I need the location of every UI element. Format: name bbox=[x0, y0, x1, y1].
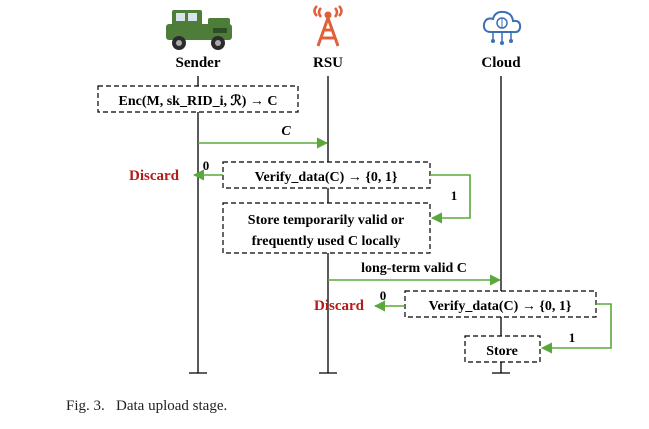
jeep-icon bbox=[166, 10, 232, 50]
zero-label-1: 0 bbox=[203, 158, 210, 173]
store-temp-text-line2: frequently used C locally bbox=[252, 234, 401, 249]
sender-label: Sender bbox=[176, 55, 221, 71]
store-temp-text-line1: Store temporarily valid or bbox=[248, 213, 404, 228]
rsu-verify-box-text: Verify_data(C) → {0, 1} bbox=[255, 170, 398, 185]
arrow-rsu-valid bbox=[430, 174, 471, 224]
store-box-text: Store bbox=[486, 344, 518, 359]
cloud-label: Cloud bbox=[481, 55, 521, 71]
discard-label-1: Discard bbox=[129, 168, 180, 184]
one-label-1: 1 bbox=[451, 188, 458, 203]
arrow-cloud-valid bbox=[540, 303, 612, 354]
cloud-verify-box-text: Verify_data(C) → {0, 1} bbox=[429, 299, 572, 314]
figure-caption: Fig. 3. Data upload stage. bbox=[66, 398, 228, 414]
one-label-2: 1 bbox=[569, 330, 576, 345]
radio-tower-icon bbox=[313, 5, 343, 47]
store-box bbox=[464, 335, 541, 363]
cloud-verify-box bbox=[404, 290, 597, 318]
cloud-lifeline bbox=[492, 76, 510, 374]
encrypt-box bbox=[97, 85, 299, 113]
msg-c-label: C bbox=[281, 124, 291, 139]
cloud-brain-icon bbox=[482, 10, 522, 45]
rsu-label: RSU bbox=[313, 55, 343, 71]
store-temp-box bbox=[222, 202, 431, 254]
long-term-label: long-term valid C bbox=[361, 261, 467, 276]
sender-lifeline bbox=[189, 76, 207, 374]
encrypt-box-text: Enc(M, sk_RID_i, ℛ) → C bbox=[119, 93, 278, 109]
discard-label-2: Discard bbox=[314, 298, 365, 314]
zero-label-2: 0 bbox=[380, 288, 387, 303]
rsu-verify-box bbox=[222, 161, 431, 189]
